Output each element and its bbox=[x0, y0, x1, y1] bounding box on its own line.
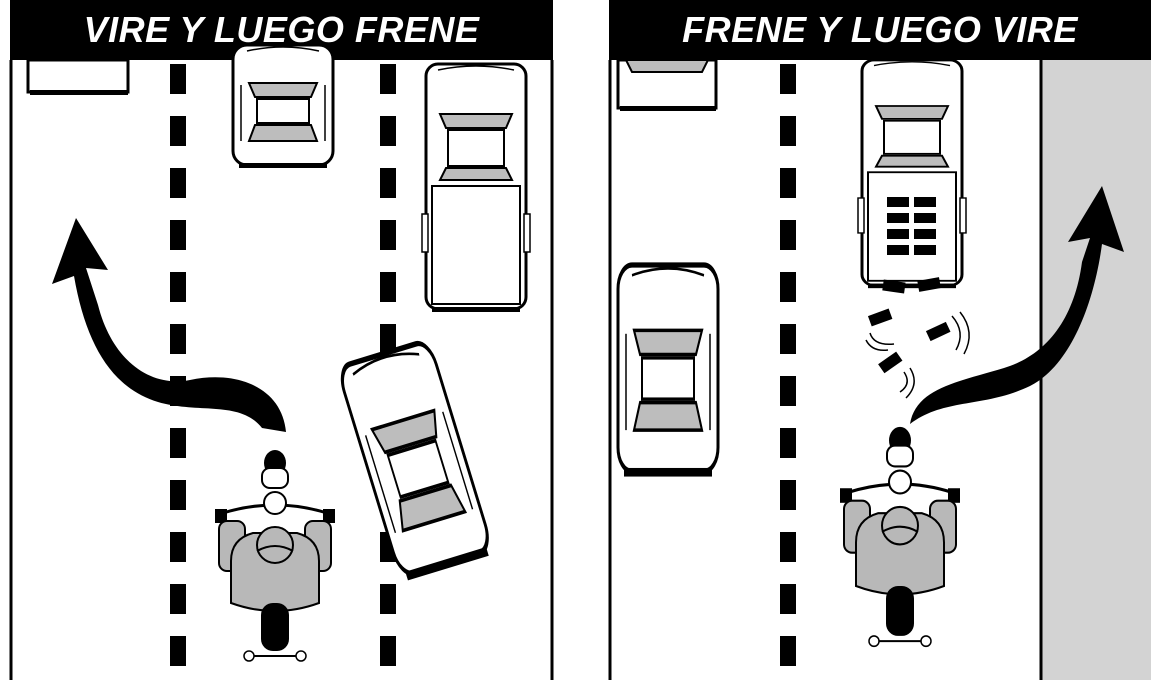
falling-cargo bbox=[865, 277, 970, 399]
panel-right bbox=[608, 0, 1151, 680]
parked-car bbox=[618, 265, 718, 477]
parked-car bbox=[26, 58, 130, 95]
parked-car bbox=[616, 58, 718, 111]
pickup-truck bbox=[856, 58, 968, 290]
panel-left bbox=[9, 0, 554, 680]
cargo-boxes bbox=[887, 197, 936, 255]
turn-arrow bbox=[910, 186, 1124, 424]
pickup-truck bbox=[420, 62, 532, 314]
turn-arrow bbox=[52, 218, 286, 432]
title-banner bbox=[609, 0, 1151, 60]
parked-car bbox=[231, 43, 335, 170]
panel-title-right: FRENE Y LUEGO VIRE bbox=[682, 9, 1078, 50]
road-shoulder bbox=[1040, 60, 1151, 680]
panel-title-left: VIRE Y LUEGO FRENE bbox=[83, 9, 480, 50]
